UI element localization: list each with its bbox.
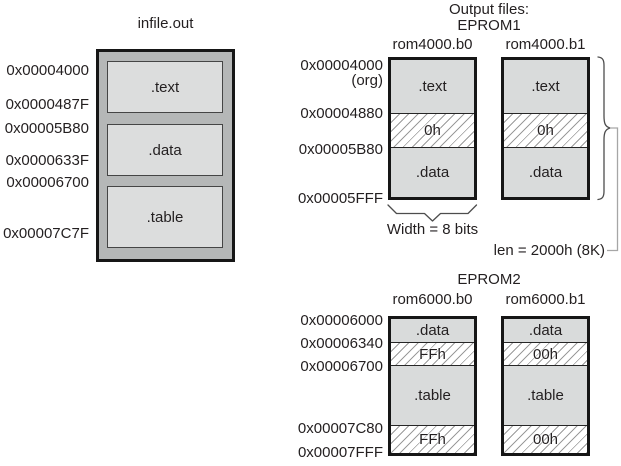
output-files-header: Output files: xyxy=(448,1,530,18)
rom6000b0-box: .data FFh .table FFh xyxy=(388,316,477,456)
infile-section-table: .table xyxy=(107,186,223,248)
eprom1-addr-5b80: 0x00005B80 xyxy=(298,141,383,158)
infile-section-data: .data xyxy=(107,124,223,176)
rom6000b0-section-fill-ffh-2: FFh xyxy=(391,425,474,453)
width-brace xyxy=(387,204,478,222)
rom6000b1-section-data: .data xyxy=(504,319,587,342)
eprom2-addr-6700: 0x00006700 xyxy=(300,358,383,375)
infile-title: infile.out xyxy=(137,15,194,32)
infile-addr-6700: 0x00006700 xyxy=(6,174,89,191)
rom6000b1-section-table: .table xyxy=(504,365,587,425)
rom6000b1-filename: rom6000.b1 xyxy=(505,291,586,308)
eprom1-addr-4000: 0x00004000 xyxy=(300,57,383,74)
rom6000b0-section-data: .data xyxy=(391,319,474,342)
rom4000b1-box: .text 0h .data xyxy=(501,57,590,200)
rom4000b1-filename: rom4000.b1 xyxy=(505,36,586,53)
rom6000b1-section-fill-00h-1: 00h xyxy=(504,342,587,365)
rom4000b0-section-fill-0h: 0h xyxy=(391,113,474,147)
rom6000b0-filename: rom6000.b0 xyxy=(392,291,473,308)
eprom2-addr-7fff: 0x00007FFF xyxy=(297,444,383,461)
rom6000b1-section-fill-00h-2: 00h xyxy=(504,425,587,453)
infile-addr-633f: 0x0000633F xyxy=(5,152,89,169)
infile-addr-4000: 0x00004000 xyxy=(6,62,89,79)
rom4000b1-section-data: .data xyxy=(504,147,587,197)
rom6000b0-section-fill-ffh-1: FFh xyxy=(391,342,474,365)
rom4000b0-box: .text 0h .data xyxy=(388,57,477,200)
infile-addr-487f: 0x0000487F xyxy=(5,96,89,113)
infile-addr-5b80: 0x00005B80 xyxy=(4,120,89,137)
rom4000b1-section-text: .text xyxy=(504,60,587,113)
rom4000b0-filename: rom4000.b0 xyxy=(392,36,473,53)
infile-section-text: .text xyxy=(107,61,223,113)
eprom2-addr-6340: 0x00006340 xyxy=(300,335,383,352)
eprom2-addr-6000: 0x00006000 xyxy=(300,312,383,329)
eprom2-addr-7c80: 0x00007C80 xyxy=(297,420,383,437)
eprom1-addr-4880: 0x00004880 xyxy=(300,105,383,122)
width-note: Width = 8 bits xyxy=(386,221,479,238)
rom4000b0-section-data: .data xyxy=(391,147,474,197)
len-connector-line xyxy=(607,127,619,252)
infile-addr-7c7f: 0x00007C7F xyxy=(3,225,89,242)
rom6000b0-section-table: .table xyxy=(391,365,474,425)
eprom1-addr-org: (org) xyxy=(351,72,383,89)
rom4000b0-section-text: .text xyxy=(391,60,474,113)
rom4000b1-section-fill-0h: 0h xyxy=(504,113,587,147)
eprom1-addr-5fff: 0x00005FFF xyxy=(297,190,383,207)
len-note: len = 2000h (8K) xyxy=(493,242,605,259)
rom6000b1-box: .data 00h .table 00h xyxy=(501,316,590,456)
eprom1-title: EPROM1 xyxy=(457,17,521,34)
eprom2-title: EPROM2 xyxy=(457,271,521,288)
